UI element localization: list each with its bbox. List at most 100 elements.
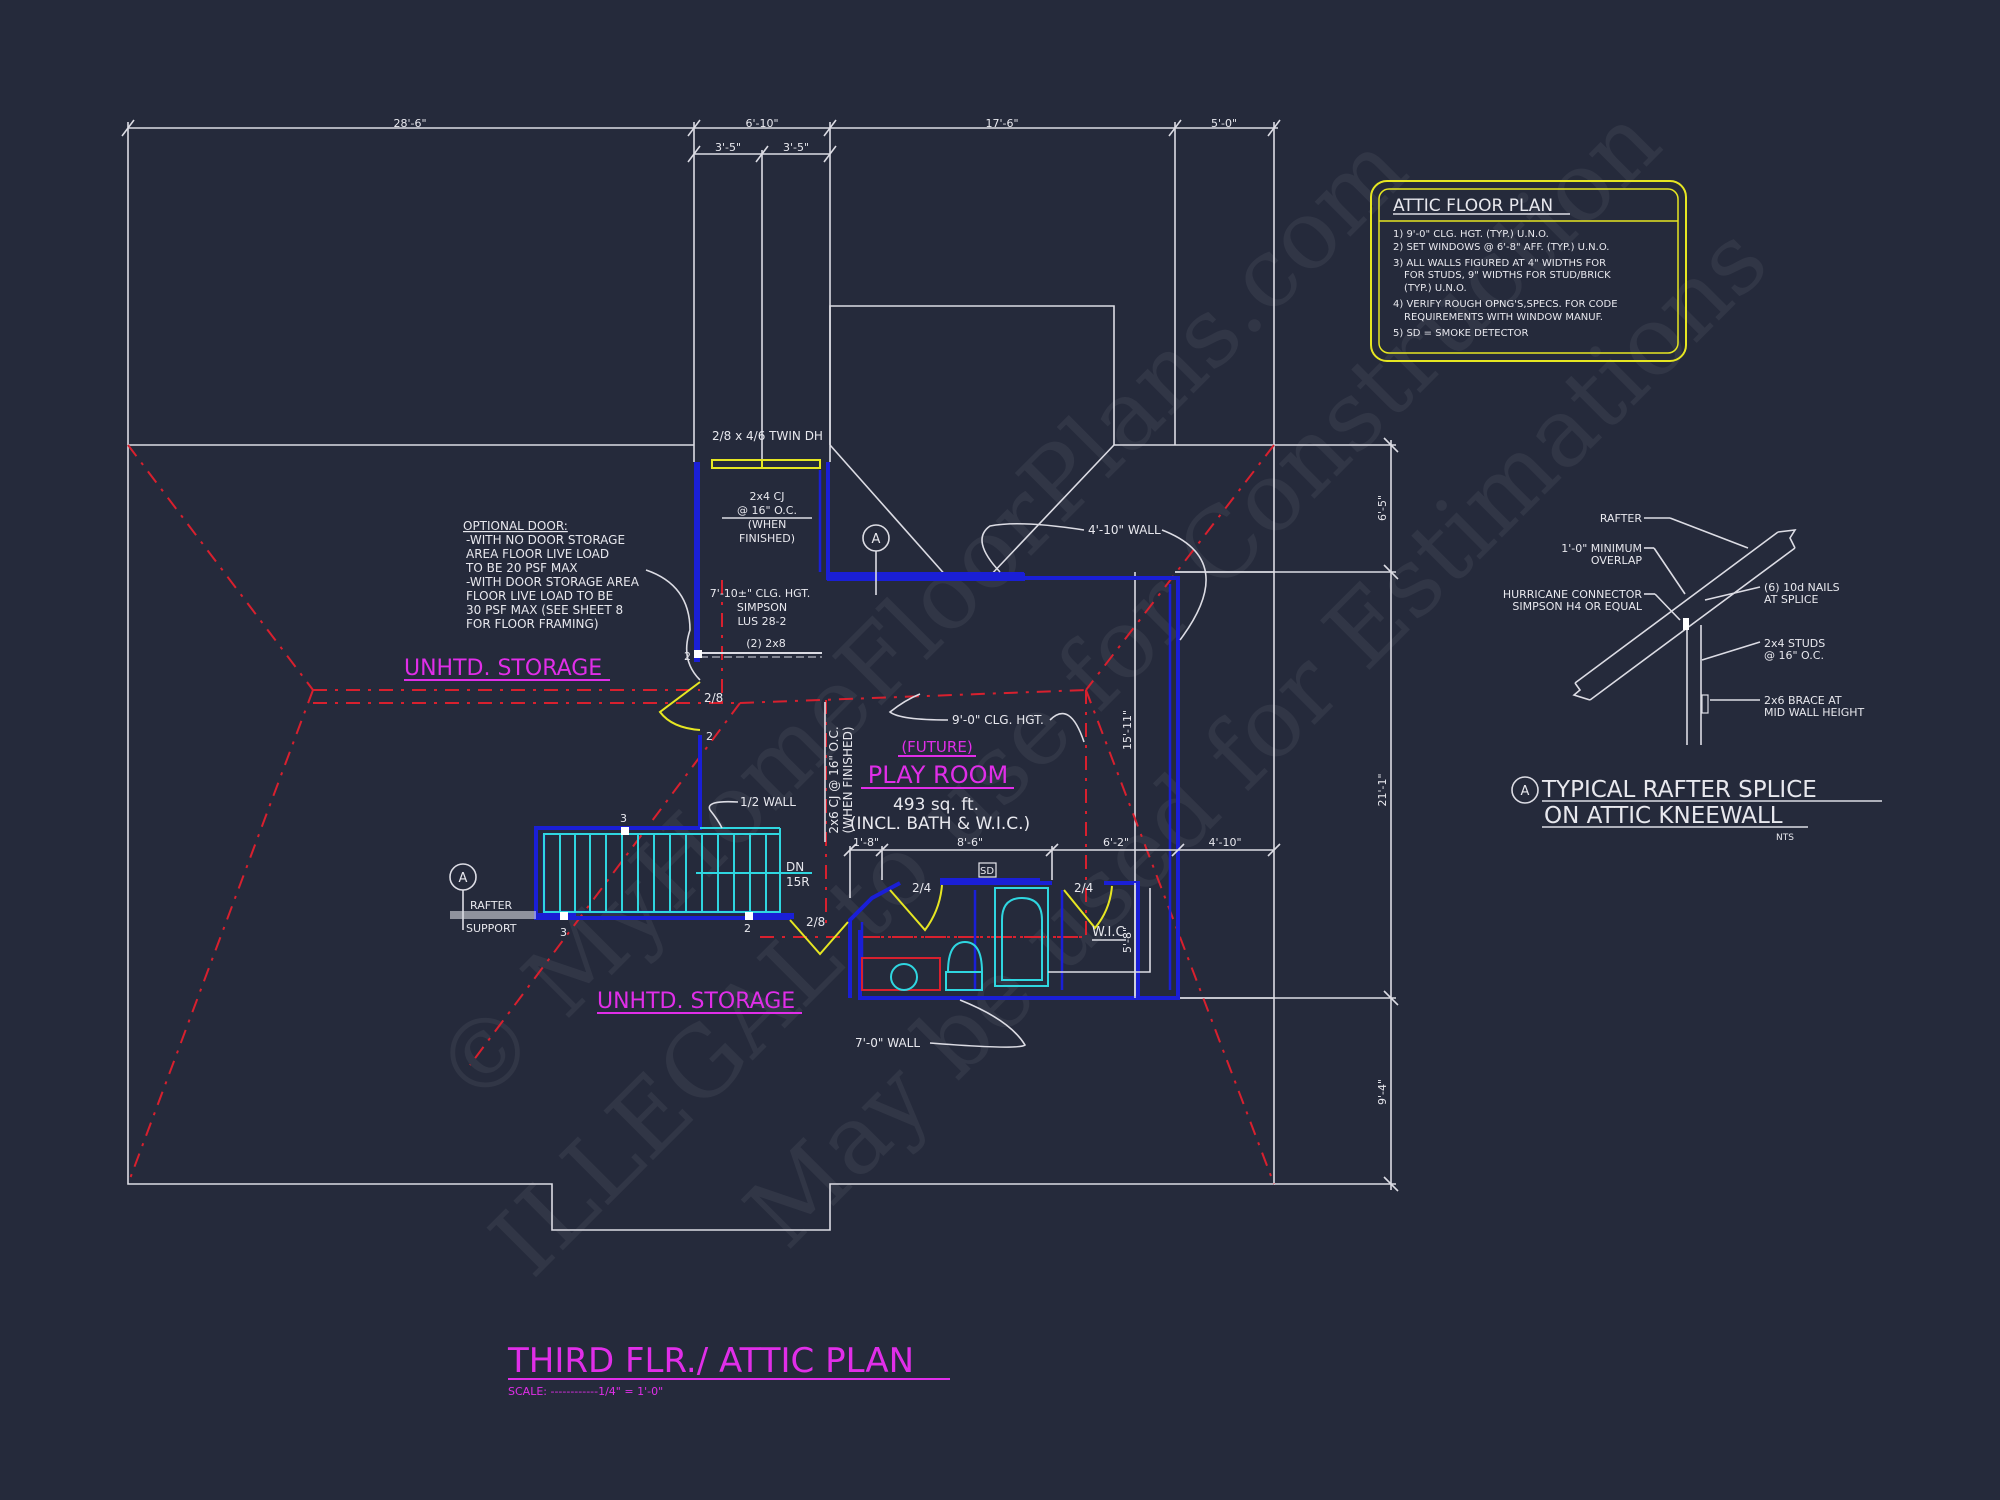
detail-label-rafter: RAFTER xyxy=(1600,512,1643,525)
detail-label-hurricane-2: SIMPSON H4 OR EQUAL xyxy=(1512,600,1642,613)
stairs-risers-label: 15R xyxy=(786,875,810,889)
simpson-label-1: SIMPSON xyxy=(737,601,787,614)
simpson-label-2: LUS 28-2 xyxy=(737,615,786,628)
half-wall-label: 1/2 WALL xyxy=(740,795,796,809)
dim-5-8: 5'-8" xyxy=(1121,927,1134,953)
detail-tag-top: A xyxy=(872,532,881,547)
smoke-detector-icon xyxy=(978,862,997,878)
post-2-c: 2 xyxy=(744,922,751,935)
room-label-unhtd-storage-upper: UNHTD. STORAGE xyxy=(404,656,602,681)
annotations: 2/8 x 4/6 TWIN DH 2x4 CJ @ 16" O.C. (WHE… xyxy=(449,429,1207,1050)
optional-door-heading: OPTIONAL DOOR: xyxy=(463,519,568,533)
optional-door-line: FOR FLOOR FRAMING) xyxy=(466,617,599,631)
post-2-b: 2 xyxy=(706,730,713,743)
room-labels: UNHTD. STORAGE UNHTD. STORAGE (FUTURE) P… xyxy=(404,656,1129,1014)
dim-28-6: 28'-6" xyxy=(393,117,426,130)
dim-9-4: 9'-4" xyxy=(1376,1079,1389,1105)
interior-dimensions: 1'-8" 8'-6" 6'-2" 4'-10" 15'-11" 5'-8" xyxy=(843,710,1281,998)
cj-label-4: FINISHED) xyxy=(739,532,795,545)
optional-door-line: -WITH NO DOOR STORAGE xyxy=(466,533,625,547)
dim-6-10: 6'-10" xyxy=(745,117,778,130)
dim-21-1: 21'-1" xyxy=(1376,773,1389,806)
dim-3-5-a: 3'-5" xyxy=(715,141,741,154)
top-dimension-string: 28'-6" 6'-10" 17'-6" 5'-0" 3'-5" 3'-5" xyxy=(121,117,1281,462)
detail-label-nails-1: (6) 10d NAILS xyxy=(1764,581,1840,594)
watermark-line-3: May be used for Estimations xyxy=(724,204,1789,1269)
detail-title-tag: A xyxy=(1521,784,1530,799)
beam-label: (2) 2x8 xyxy=(746,637,786,650)
post-3-b: 3 xyxy=(560,926,567,939)
optional-door-line: FLOOR LIVE LOAD TO BE xyxy=(466,589,613,603)
dim-15-11: 15'-11" xyxy=(1121,710,1134,750)
detail-label-brace-1: 2x6 BRACE AT xyxy=(1764,694,1842,707)
lavatory-icon xyxy=(890,963,918,991)
cj-vertical-label-2: (WHEN FINISHED) xyxy=(841,726,855,833)
note-item-5: 5) SD = SMOKE DETECTOR xyxy=(1393,328,1529,339)
dim-4-10: 4'-10" xyxy=(1208,836,1241,849)
wic-shelf xyxy=(1048,888,1151,973)
room-label-play-room: PLAY ROOM xyxy=(868,761,1008,789)
dim-3-5-b: 3'-5" xyxy=(783,141,809,154)
toilet-icon xyxy=(946,940,984,973)
detail-title-line-2: ON ATTIC KNEEWALL xyxy=(1544,803,1783,829)
door-2-8-lower: 2/8 xyxy=(806,915,825,929)
note-item-3c: (TYP.) U.N.O. xyxy=(1404,283,1467,294)
smoke-detector-label: SD xyxy=(980,866,994,877)
detail-scale: NTS xyxy=(1776,833,1794,843)
bath-fixtures xyxy=(861,887,1049,991)
roof-outline xyxy=(127,305,1275,1231)
beam-2x8 xyxy=(694,650,822,658)
wall-7-0-label: 7'-0" WALL xyxy=(855,1036,920,1050)
note-item-1: 1) 9'-0" CLG. HGT. (TYP.) U.N.O. xyxy=(1393,229,1549,240)
right-dimension-string: 6'-5" 21'-1" 9'-4" xyxy=(1175,437,1399,1192)
cj-label-1: 2x4 CJ xyxy=(750,490,785,503)
detail-label-brace-2: MID WALL HEIGHT xyxy=(1764,706,1865,719)
twin-dh-window xyxy=(711,459,821,469)
detail-label-overlap-2: OVERLAP xyxy=(1591,554,1642,567)
detail-title-line-1: TYPICAL RAFTER SPLICE xyxy=(1541,777,1817,803)
note-item-3: 3) ALL WALLS FIGURED AT 4" WIDTHS FOR xyxy=(1393,258,1606,269)
door-2-8-upper: 2/8 xyxy=(704,691,723,705)
post-3-a: 3 xyxy=(620,812,627,825)
cj-label-2: @ 16" O.C. xyxy=(737,504,797,517)
stairs xyxy=(543,827,812,920)
detail-label-studs-1: 2x4 STUDS xyxy=(1764,637,1825,650)
rafter-support-label-2: SUPPORT xyxy=(466,922,517,935)
optional-door-line: -WITH DOOR STORAGE AREA xyxy=(466,575,640,589)
room-label-future: (FUTURE) xyxy=(901,738,972,756)
drawing-title-block: THIRD FLR./ ATTIC PLAN SCALE: ----------… xyxy=(507,1341,950,1398)
watermark: © MyHomeFloorPlans.com ILLEGAL to use fo… xyxy=(413,85,1789,1297)
clg-hgt-play-label: 9'-0" CLG. HGT. xyxy=(952,713,1044,727)
optional-door-line: AREA FLOOR LIVE LOAD xyxy=(466,547,609,561)
room-label-unhtd-storage-lower: UNHTD. STORAGE xyxy=(597,989,795,1014)
drawing-title: THIRD FLR./ ATTIC PLAN xyxy=(507,1341,914,1381)
bathtub-icon xyxy=(994,887,1049,987)
drawing-scale: SCALE: ------------1/4" = 1'-0" xyxy=(508,1385,663,1398)
optional-door-line: TO BE 20 PSF MAX xyxy=(465,561,578,575)
detail-label-nails-2: AT SPLICE xyxy=(1764,593,1819,606)
dim-6-5: 6'-5" xyxy=(1376,495,1389,521)
rafter-support-label-1: RAFTER xyxy=(470,899,513,912)
stairs-dn-label: DN xyxy=(786,860,804,874)
detail-label-studs-2: @ 16" O.C. xyxy=(1764,649,1824,662)
dim-1-8: 1'-8" xyxy=(853,836,879,849)
cj-label-3: (WHEN xyxy=(748,518,787,531)
detail-tag-left: A xyxy=(459,871,468,886)
doors xyxy=(658,681,1113,956)
dim-6-2: 6'-2" xyxy=(1103,836,1129,849)
door-2-4-bath: 2/4 xyxy=(912,881,931,895)
note-item-3b: FOR STUDS, 9" WIDTHS FOR STUD/BRICK xyxy=(1404,270,1611,281)
note-item-2: 2) SET WINDOWS @ 6'-8" AFF. (TYP.) U.N.O… xyxy=(1393,242,1609,253)
rafter-splice-detail: RAFTER 1'-0" MINIMUM OVERLAP HURRICANE C… xyxy=(1503,512,1882,843)
hatched-wall-segments xyxy=(450,462,1040,919)
detail-label-hurricane-1: HURRICANE CONNECTOR xyxy=(1503,588,1643,601)
attic-floor-plan-notes: ATTIC FLOOR PLAN 1) 9'-0" CLG. HGT. (TYP… xyxy=(1370,180,1687,362)
room-label-wic: W.I.C. xyxy=(1092,925,1129,940)
note-item-4b: REQUIREMENTS WITH WINDOW MANUF. xyxy=(1404,312,1603,323)
dim-17-6: 17'-6" xyxy=(985,117,1018,130)
window-label: 2/8 x 4/6 TWIN DH xyxy=(712,429,823,443)
cj-vertical-label-1: 2x6 CJ @ 16" O.C. xyxy=(827,726,841,833)
wall-4-10-label: 4'-10" WALL xyxy=(1088,523,1161,537)
notes-box-title: ATTIC FLOOR PLAN xyxy=(1393,196,1553,216)
dim-5-0: 5'-0" xyxy=(1211,117,1237,130)
